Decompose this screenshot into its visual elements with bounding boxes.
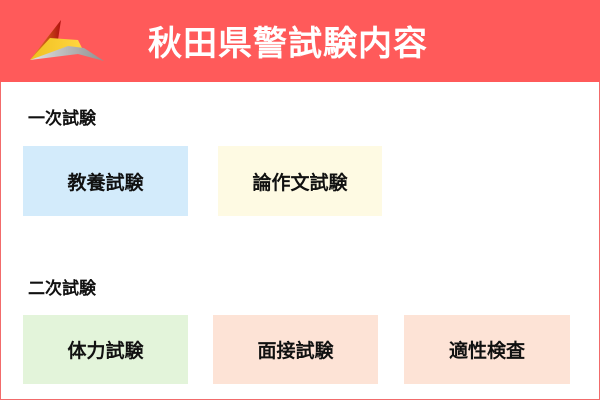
section-first-exam: 一次試験 [28, 109, 96, 129]
exam-box-general: 教養試験 [23, 146, 188, 216]
exam-box-physical: 体力試験 [23, 315, 188, 384]
logo-icon [30, 20, 104, 61]
exam-box-essay: 論作文試験 [218, 146, 382, 216]
header: 秋田県警試験内容 [0, 0, 600, 82]
section-second-exam: 二次試験 [28, 279, 96, 299]
exam-box-interview: 面接試験 [213, 315, 378, 384]
exam-box-aptitude: 適性検査 [404, 315, 570, 384]
page-title: 秋田県警試験内容 [148, 24, 428, 64]
